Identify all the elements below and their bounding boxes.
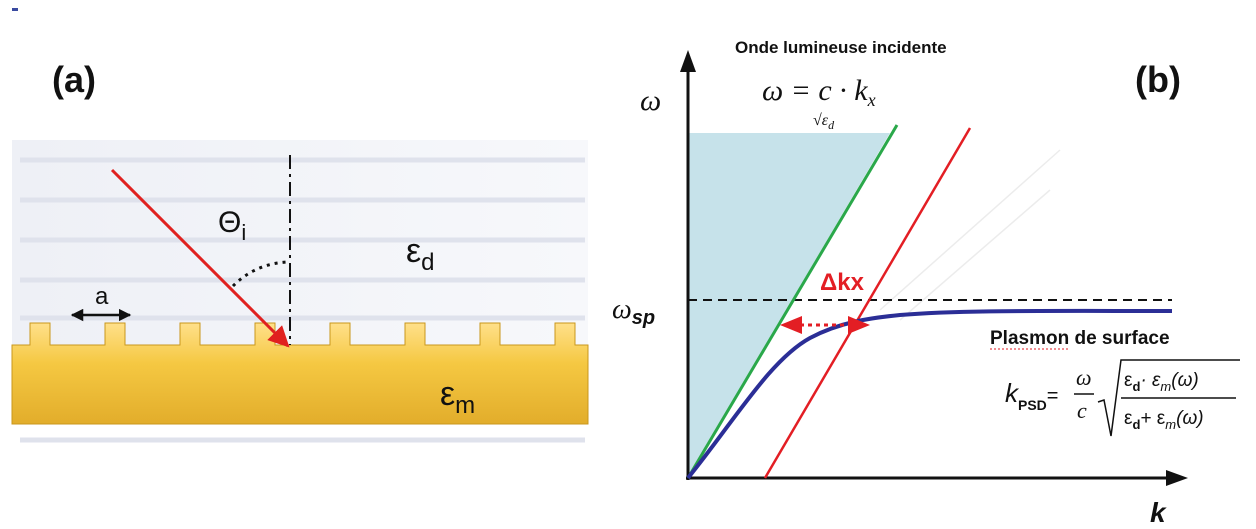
light-formula: ω = c · kx [762, 74, 876, 110]
omega-sp-label: ωsp [612, 294, 655, 329]
omega-over-c-num: ω [1076, 365, 1092, 390]
plasmon-title: Plasmon de surface [990, 328, 1170, 349]
kpsd-symbol: kPSD= [1005, 378, 1058, 413]
plasmon-formula: kPSD= ω c εd· εm(ω) εd+ εm(ω) [1005, 359, 1240, 437]
period-label: a [95, 283, 109, 310]
theta-i-label: Θi [218, 206, 246, 245]
light-line [686, 124, 899, 479]
light-formula-denominator: √εd [813, 112, 835, 132]
x-axis-arrowhead [1166, 470, 1188, 486]
grating-coupled-line [763, 127, 972, 479]
delta-kx-label: Δkx [820, 269, 865, 296]
corner-mark [12, 8, 18, 11]
delta-kx-arrowhead-right [848, 316, 870, 334]
panel-b: (b) ω k ωsp Δkx Ond [612, 38, 1240, 528]
incidence-angle-arc [231, 260, 291, 288]
faint-guides [879, 149, 1061, 321]
y-axis-label: ω [640, 84, 661, 117]
sqrt-denominator: εd+ εm(ω) [1124, 408, 1204, 432]
panel-a: (a) Θi εd εm [11, 59, 589, 443]
sqrt-sign [1097, 359, 1240, 437]
omega-over-c-den: c [1077, 398, 1087, 423]
plasmon-dispersion-curve [686, 308, 1173, 480]
y-axis-arrowhead [680, 50, 696, 72]
sqrt-numerator: εd· εm(ω) [1124, 370, 1199, 394]
panel-b-label: (b) [1135, 59, 1181, 100]
metal-grating [11, 322, 589, 425]
x-axis-label: k [1150, 497, 1167, 528]
light-title: Onde lumineuse incidente [735, 38, 947, 57]
panel-a-label: (a) [52, 59, 96, 100]
epsilon-m-label: εm [440, 375, 475, 419]
epsilon-d-label: εd [406, 232, 435, 276]
delta-kx-arrowhead-left [780, 316, 802, 334]
incident-ray [110, 168, 290, 348]
